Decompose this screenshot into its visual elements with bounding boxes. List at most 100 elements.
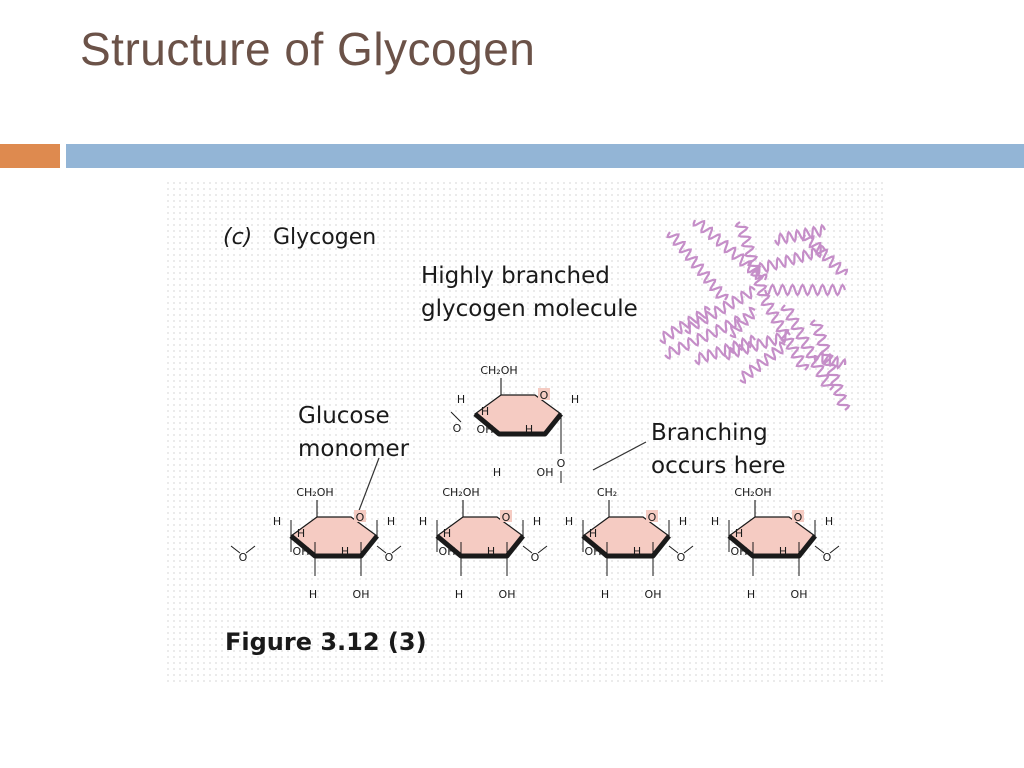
terminal-bond — [450, 411, 462, 423]
oh-label: OH — [731, 545, 748, 558]
h-label: H — [419, 515, 427, 528]
glycogen-strand — [684, 285, 756, 335]
glycosidic-oxygen-label: O — [239, 551, 248, 564]
oh-label: OH — [293, 545, 310, 558]
glycosidic-bond — [522, 545, 533, 554]
ring-oxygen-label: O — [540, 389, 549, 402]
h-label: H — [487, 545, 495, 558]
h-label: H — [747, 588, 755, 601]
ring-oxygen-label: O — [356, 511, 365, 524]
h-label: H — [825, 515, 833, 528]
c6-label: CH₂OH — [296, 486, 333, 499]
ring-oxygen-bg — [646, 510, 658, 522]
branch-label-line2: occurs here — [651, 453, 786, 479]
h-label: H — [297, 527, 305, 540]
glycogen-strand — [734, 221, 771, 301]
terminal-oxygen-label: O — [453, 422, 462, 435]
accent-bar — [0, 144, 60, 168]
h-label: H — [565, 515, 573, 528]
glycogen-strand — [694, 334, 756, 366]
glycogen-strand — [754, 244, 826, 276]
oh-label: OH — [477, 423, 494, 436]
glycosidic-bond — [668, 545, 679, 554]
h-label: H — [457, 393, 465, 406]
title-divider-bar — [66, 144, 1024, 168]
h-label: H — [571, 393, 579, 406]
ring-oxygen-bg — [500, 510, 512, 522]
glycogen-strand — [664, 315, 741, 360]
h-label: H — [387, 515, 395, 528]
glycosidic-bond — [829, 545, 840, 554]
glycogen-strand — [659, 305, 711, 345]
oh-label: OH — [499, 588, 516, 601]
h-label: H — [711, 515, 719, 528]
molecule-label-line2: glycogen molecule — [421, 296, 638, 322]
ring-front-edge — [581, 534, 671, 559]
h-label: H — [525, 423, 533, 436]
glycosidic-bond — [391, 545, 402, 554]
glycosidic-bond — [376, 545, 387, 554]
ring-front-edge — [289, 534, 379, 559]
oh-label: OH — [537, 466, 554, 479]
h-label: H — [273, 515, 281, 528]
glycogen-strand — [692, 219, 768, 281]
glycogen-strand — [724, 329, 791, 361]
glycogen-strand — [729, 306, 756, 339]
glycosidic-bond — [537, 545, 548, 554]
c6-label: CH₂OH — [734, 486, 771, 499]
c6-label: CH₂OH — [442, 486, 479, 499]
figure-caption: Figure 3.12 (3) — [225, 628, 427, 656]
h-label: H — [493, 466, 501, 479]
h-label: H — [533, 515, 541, 528]
glycosidic-bond — [230, 545, 241, 554]
glycogen-figure: (c) Glycogen Highly branched glycogen mo… — [165, 180, 887, 686]
glycogen-molecule-sketch — [659, 219, 851, 411]
glycosidic-oxygen-label: O — [677, 551, 686, 564]
h-label: H — [735, 527, 743, 540]
glycosidic-oxygen-label: O — [385, 551, 394, 564]
ring-oxygen-bg — [538, 388, 550, 400]
h-label: H — [633, 545, 641, 558]
figure-canvas: (c) Glycogen Highly branched glycogen mo… — [223, 219, 851, 656]
ring-oxygen-label: O — [794, 511, 803, 524]
ring-front-edge — [473, 412, 563, 437]
h-label: H — [455, 588, 463, 601]
glycogen-strand — [763, 283, 847, 297]
ring-oxygen-bg — [354, 510, 366, 522]
ring-oxygen-bg — [792, 510, 804, 522]
glycogen-strand — [780, 304, 835, 391]
slide-title: Structure of Glycogen — [80, 23, 536, 75]
h-label: H — [679, 515, 687, 528]
branch-leader-line — [592, 441, 647, 471]
branch-label-line1: Branching — [651, 420, 768, 446]
panel-letter: (c) — [223, 225, 252, 250]
oh-label: OH — [585, 545, 602, 558]
glucose-ring: O CH₂OH H H OH H H OH H — [273, 486, 395, 601]
h-label: H — [309, 588, 317, 601]
glycogen-strand — [739, 341, 786, 384]
ring-front-edge — [727, 534, 817, 559]
h-label: H — [481, 405, 489, 418]
glycogen-strand — [813, 350, 847, 370]
h-label: H — [341, 545, 349, 558]
oh-label: OH — [439, 545, 456, 558]
glycogen-strand — [774, 223, 826, 247]
glycosidic-bond — [814, 545, 825, 554]
glycogen-strand — [801, 234, 849, 276]
h-label: H — [779, 545, 787, 558]
c6-label: CH₂OH — [480, 364, 517, 377]
panel-title: Glycogen — [273, 225, 376, 250]
h-label: H — [601, 588, 609, 601]
branch-glucose-ring: O CH₂OH H H OH H H OH H O O — [450, 364, 579, 483]
oh-label: OH — [353, 588, 370, 601]
glycosidic-bond — [683, 545, 694, 554]
monomer-label-line1: Glucose — [298, 403, 390, 429]
branch-oxygen-label: O — [557, 457, 566, 470]
molecule-label-line1: Highly branched — [421, 263, 610, 289]
c6-label: CH₂ — [597, 486, 617, 499]
h-label: H — [589, 527, 597, 540]
